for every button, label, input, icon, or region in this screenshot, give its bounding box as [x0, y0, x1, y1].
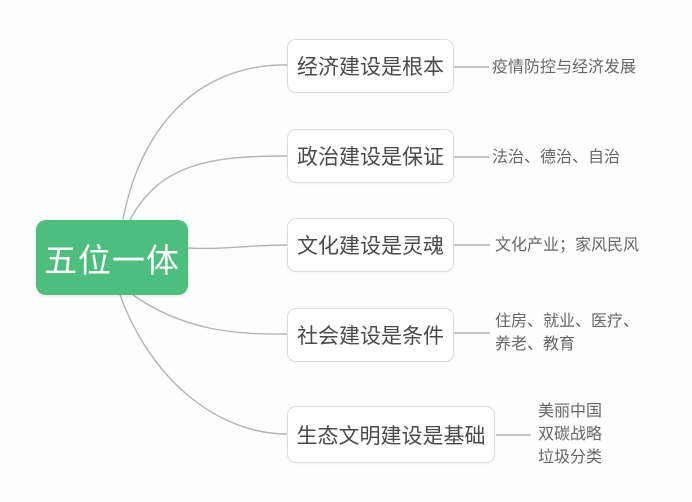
branch-node-label: 经济建设是根本 [297, 56, 444, 79]
branch-node-political[interactable]: 政治建设是保证 [287, 129, 454, 183]
leaf-note-line: 疫情防控与经济发展 [492, 59, 637, 76]
branch-node-label: 政治建设是保证 [297, 146, 444, 169]
root-node[interactable]: 五位一体 [36, 220, 188, 295]
leaf-note-ecologic[interactable]: 美丽中国 双碳战略 垃圾分类 [538, 400, 602, 469]
leaf-note-line: 文化产业；家风民风 [495, 237, 640, 254]
leaf-note-political[interactable]: 法治、德治、自治 [492, 146, 620, 169]
leaf-note-line: 美丽中国 [538, 403, 603, 420]
leaf-note-line: 垃圾分类 [538, 449, 603, 466]
leaf-note-line: 住房、就业、医疗、 [495, 313, 640, 330]
branch-node-social[interactable]: 社会建设是条件 [287, 308, 454, 362]
branch-node-cultural[interactable]: 文化建设是灵魂 [287, 218, 454, 272]
leaf-note-cultural[interactable]: 文化产业；家风民风 [495, 234, 639, 257]
branch-node-economic[interactable]: 经济建设是根本 [287, 39, 454, 93]
leaf-note-economic[interactable]: 疫情防控与经济发展 [492, 56, 636, 79]
branch-node-ecologic[interactable]: 生态文明建设是基础 [287, 406, 495, 463]
curve-root-to-cultural [187, 244, 288, 250]
leaf-note-line: 双碳战略 [538, 426, 603, 443]
branch-node-label: 社会建设是条件 [297, 325, 444, 348]
branch-node-label: 生态文明建设是基础 [296, 424, 486, 448]
curve-root-to-economic [122, 64, 288, 220]
curve-root-to-ecologic [119, 294, 288, 435]
leaf-note-line: 法治、德治、自治 [492, 149, 621, 166]
leaf-note-line: 养老、教育 [495, 336, 576, 353]
root-node-label: 五位一体 [44, 241, 180, 279]
leaf-note-social[interactable]: 住房、就业、医疗、 养老、教育 [495, 310, 639, 356]
branch-node-label: 文化建设是灵魂 [297, 235, 444, 258]
curve-root-to-social [132, 294, 288, 335]
curve-root-to-political [129, 155, 288, 221]
